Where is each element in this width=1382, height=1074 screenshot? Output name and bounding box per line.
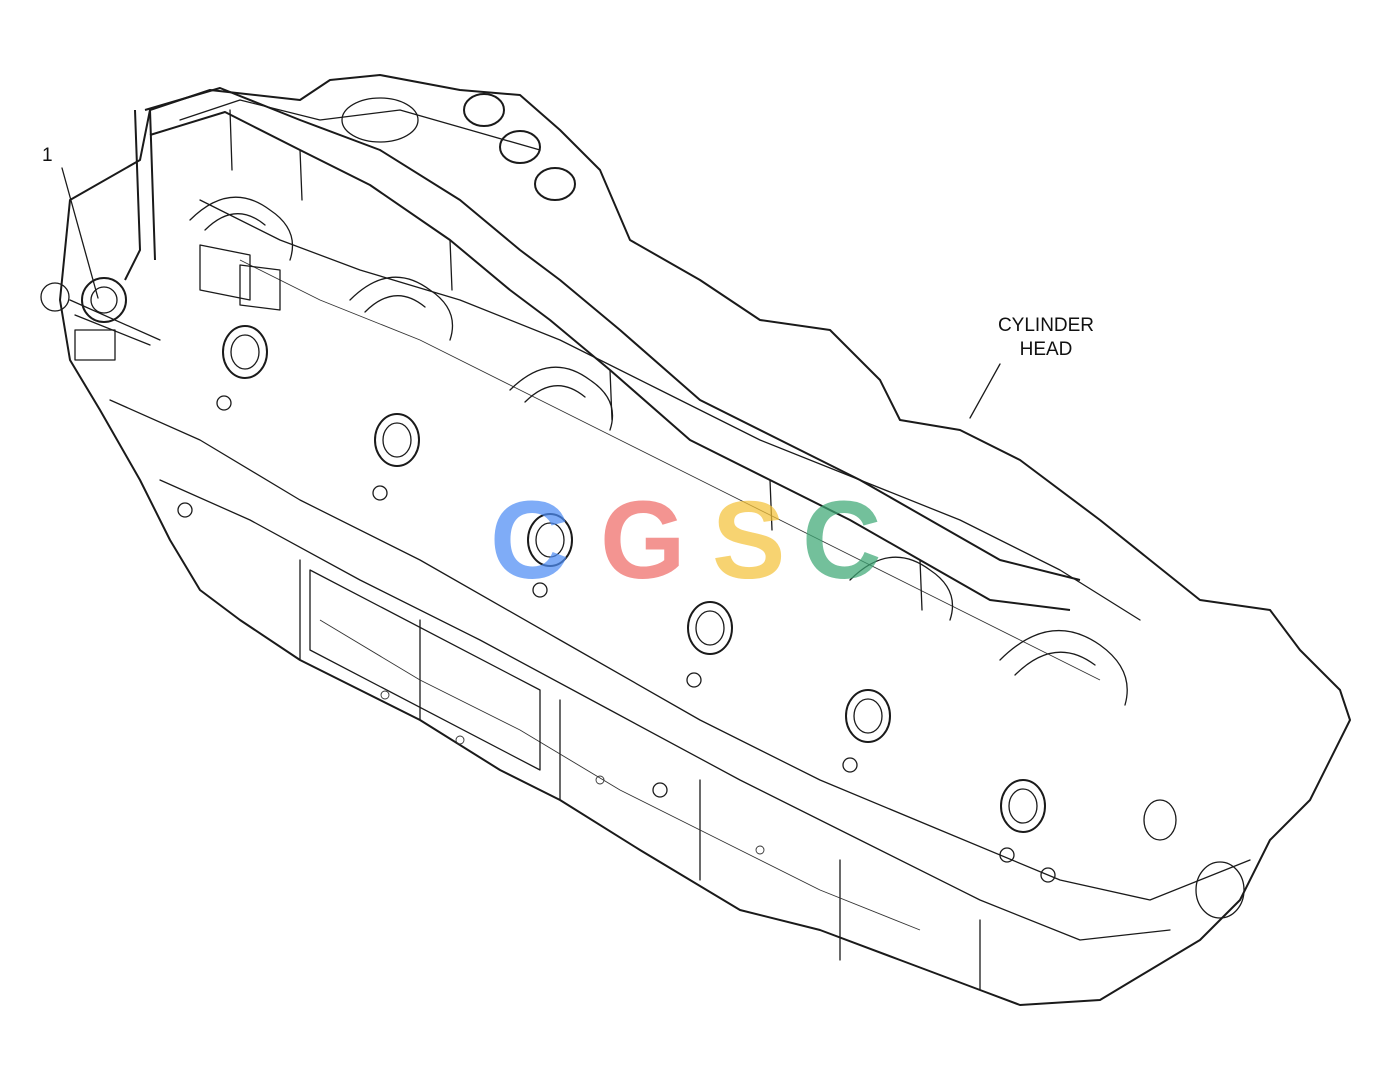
injector-bores <box>222 325 1245 919</box>
watermark-letter-1: C <box>490 479 569 602</box>
rocker-arms <box>189 196 1128 706</box>
leader-line-head <box>969 363 1001 419</box>
cylinder-head-label-line1: CYLINDER <box>997 315 1095 336</box>
top-ports <box>341 93 576 201</box>
callout-1: 1 <box>42 145 53 166</box>
cylinder-head-label: CYLINDER HEAD <box>976 314 1116 362</box>
cylinder-head-label-line2: HEAD <box>1019 339 1073 360</box>
watermark-letter-3: S <box>712 479 785 602</box>
bolts <box>177 395 1056 883</box>
harness-rail <box>144 87 1081 611</box>
watermark-logo: C G S C <box>490 479 881 602</box>
watermark-letter-2: G <box>600 479 686 602</box>
sensor-connector <box>40 109 281 361</box>
cylinder-head-body <box>59 74 1351 1006</box>
watermark-letter-4: C <box>802 479 881 602</box>
leader-line-1 <box>61 167 99 299</box>
